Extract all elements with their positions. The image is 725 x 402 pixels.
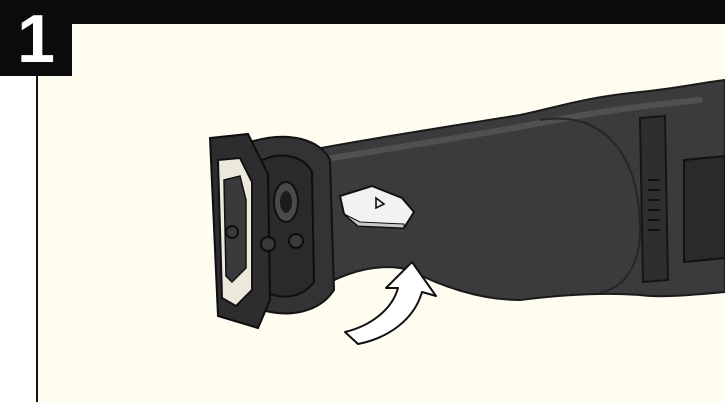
motor-window (684, 156, 725, 262)
shoe-screw-3 (226, 226, 238, 238)
shoe-screw-1 (261, 237, 275, 251)
shoe-screw-2 (289, 234, 303, 248)
